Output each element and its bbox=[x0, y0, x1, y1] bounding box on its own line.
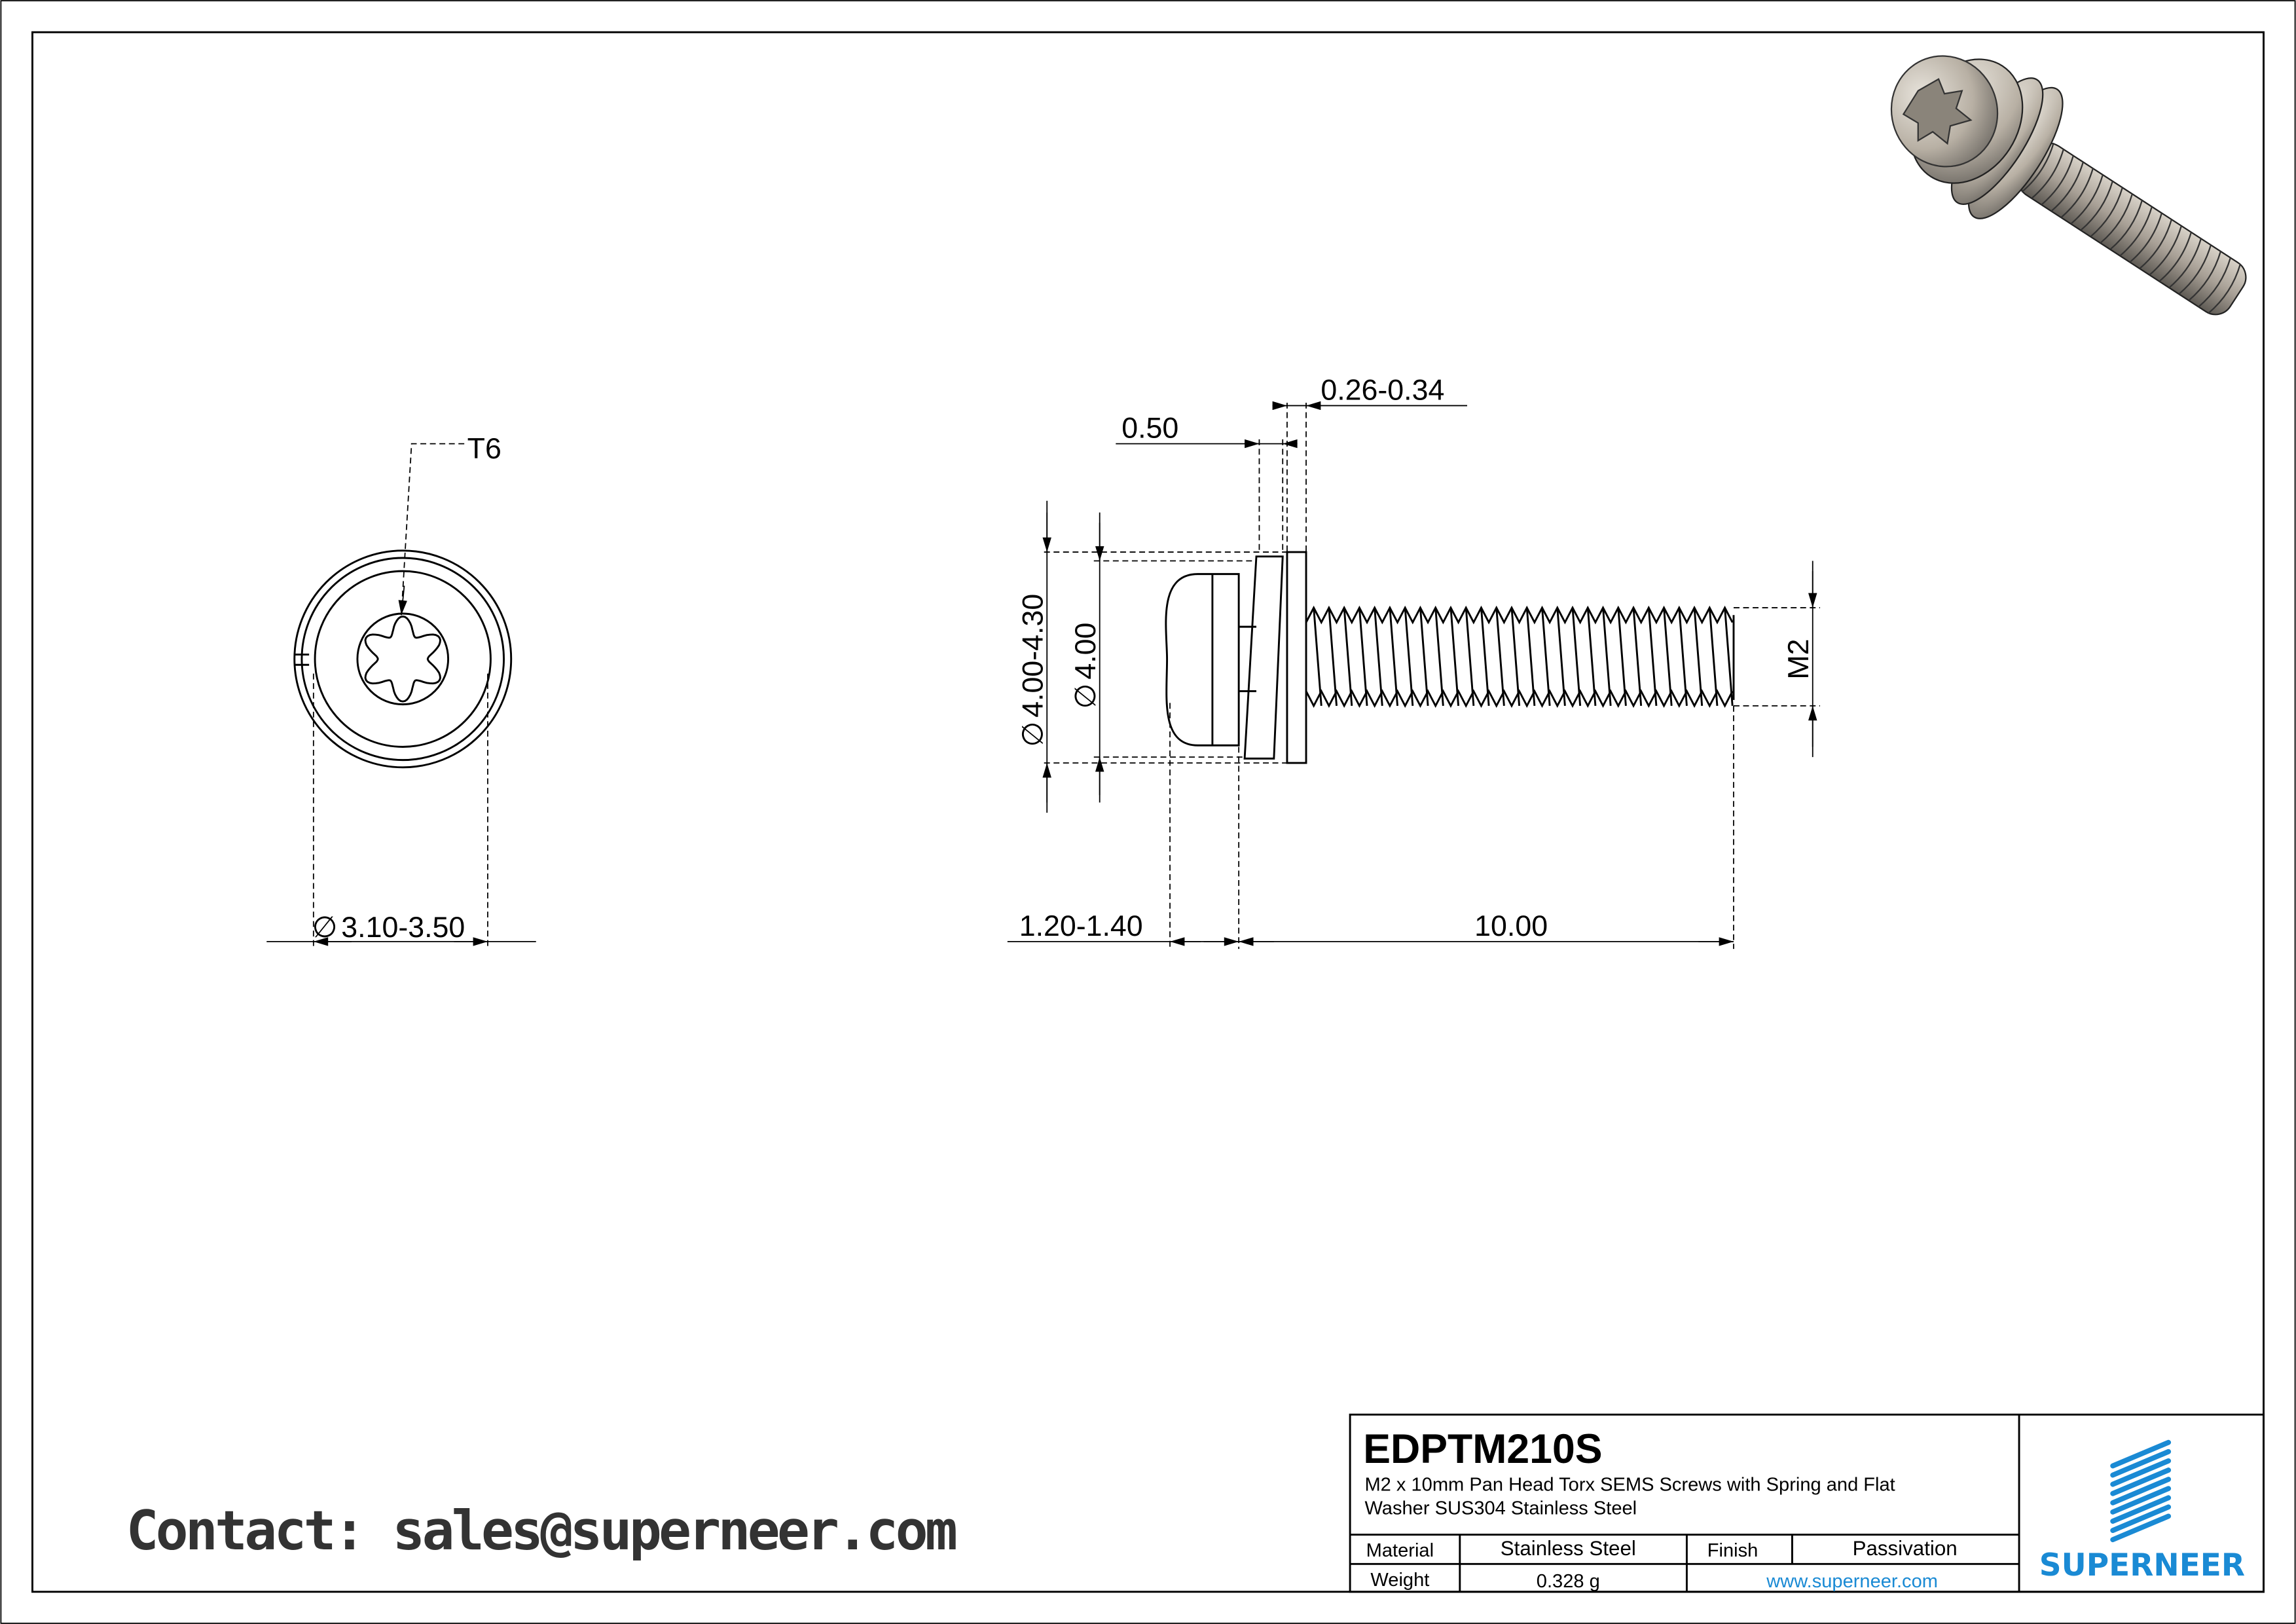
thread-crest-line bbox=[1556, 607, 1566, 706]
dim-drive-size: T6 bbox=[467, 433, 501, 465]
thread-crest-line bbox=[1541, 607, 1551, 706]
thread-ring bbox=[2119, 206, 2153, 257]
contact-info: Contact: sales@superneer.com bbox=[126, 1499, 958, 1562]
thread-ring bbox=[2080, 181, 2113, 231]
thread-ring bbox=[2041, 155, 2074, 206]
thread-crest-line bbox=[1343, 607, 1353, 706]
material-label: Material bbox=[1366, 1540, 1434, 1561]
diameter-symbol: ∅ bbox=[1017, 722, 1049, 747]
thread-ring bbox=[2198, 257, 2231, 308]
drawing-border bbox=[31, 31, 2265, 1593]
logo-stripe bbox=[2110, 1467, 2172, 1496]
thread-crest-line bbox=[1480, 607, 1490, 706]
thread-crest-line bbox=[1389, 607, 1399, 706]
thread-crest-line bbox=[1693, 607, 1704, 706]
thread-crest-line bbox=[1571, 607, 1582, 706]
superneer-logo-icon bbox=[2110, 1439, 2172, 1543]
dim-head-height: 1.20-1.40 bbox=[1019, 910, 1143, 942]
dim-washer-diameter: 4.00-4.30 bbox=[1017, 594, 1049, 718]
thread-crest-line bbox=[1647, 607, 1658, 706]
thread-crest-line bbox=[1708, 607, 1719, 706]
dim-length: 10.00 bbox=[1474, 910, 1548, 942]
logo-stripe bbox=[2110, 1477, 2172, 1505]
website-link[interactable]: www.superneer.com bbox=[1766, 1571, 1938, 1592]
thread-crest-line bbox=[1617, 607, 1627, 706]
thread-ring bbox=[2090, 187, 2123, 238]
logo-stripe bbox=[2110, 1439, 2172, 1469]
dim-thread-size: M2 bbox=[1783, 638, 1815, 679]
thread-ring bbox=[2159, 232, 2192, 282]
title-block: EDPTM210S M2 x 10mm Pan Head Torx SEMS S… bbox=[1349, 1413, 2265, 1593]
thread-ring bbox=[2100, 193, 2133, 244]
torx-recess-3d bbox=[1902, 78, 1973, 145]
weight-value: 0.328 g bbox=[1537, 1571, 1600, 1592]
thread-ring bbox=[2070, 174, 2104, 225]
material-value: Stainless Steel bbox=[1501, 1537, 1636, 1560]
weight-label: Weight bbox=[1370, 1570, 1429, 1591]
thread-ring bbox=[2188, 251, 2221, 301]
finish-value: Passivation bbox=[1853, 1537, 1958, 1560]
diameter-symbol: ∅ bbox=[312, 912, 338, 944]
top-view: ∅ 3.10-3.50 T6 bbox=[266, 433, 536, 950]
thread-profile bbox=[1305, 689, 1734, 709]
thread-ring bbox=[2168, 238, 2202, 289]
logo-stripe bbox=[2110, 1458, 2172, 1487]
thread-ring bbox=[2050, 162, 2084, 212]
thread-ring bbox=[2178, 244, 2212, 295]
description-line-1: M2 x 10mm Pan Head Torx SEMS Screws with… bbox=[1364, 1475, 1895, 1496]
thread-crest-line bbox=[1404, 607, 1414, 706]
thread-crest-line bbox=[1358, 607, 1368, 706]
thread-ring bbox=[2129, 213, 2162, 263]
thread-crest-line bbox=[1328, 607, 1338, 706]
thread-crest-line bbox=[1602, 607, 1612, 706]
screw-3d-render bbox=[1890, 55, 2247, 316]
dim-flat-washer-thickness: 0.26-0.34 bbox=[1321, 374, 1444, 406]
logo-stripe bbox=[2110, 1449, 2172, 1478]
thread-crest-line bbox=[1449, 607, 1460, 706]
thread-ring bbox=[2149, 225, 2182, 276]
thread-crest-line bbox=[1419, 607, 1429, 706]
thread-crest-line bbox=[1374, 607, 1383, 706]
thread-ring bbox=[2021, 142, 2054, 193]
side-view: ∅ 4.00-4.30 ∅ 4.00 0.50 0.26-0.34 M2 bbox=[1007, 374, 1820, 950]
thread-crest-line bbox=[1724, 607, 1734, 706]
thread-crest-line bbox=[1465, 607, 1475, 706]
thread-ring bbox=[2060, 168, 2094, 219]
dim-head-diameter: 4.00 bbox=[1070, 623, 1102, 680]
finish-label: Finish bbox=[1707, 1540, 1758, 1561]
thread-crest-line bbox=[1632, 607, 1643, 706]
dim-recess-diameter: 3.10-3.50 bbox=[341, 912, 465, 944]
thread-crest-line bbox=[1510, 607, 1521, 706]
thread-ring bbox=[2031, 149, 2064, 199]
logo-stripe bbox=[2110, 1486, 2172, 1515]
thread-ring bbox=[2208, 264, 2241, 314]
thread-crest-line bbox=[1678, 607, 1688, 706]
diameter-symbol: ∅ bbox=[1070, 683, 1102, 709]
thread-ring bbox=[2139, 219, 2172, 270]
thread-crest-line bbox=[1586, 607, 1597, 706]
logo-stripe bbox=[2110, 1495, 2172, 1524]
logo-stripe bbox=[2110, 1504, 2172, 1534]
thread-crest-line bbox=[1663, 607, 1673, 706]
logo-stripe bbox=[2110, 1513, 2172, 1543]
description-line-2: Washer SUS304 Stainless Steel bbox=[1364, 1498, 1637, 1519]
torx-recess-icon bbox=[364, 615, 441, 703]
thread-crest-line bbox=[1525, 607, 1536, 706]
brand-name: SUPERNEER bbox=[2039, 1547, 2245, 1583]
thread-profile bbox=[1305, 605, 1734, 625]
dim-spring-washer-thickness: 0.50 bbox=[1121, 413, 1178, 445]
thread-crest-line bbox=[1495, 607, 1505, 706]
thread-ring bbox=[2109, 200, 2143, 250]
thread-crest-line bbox=[1434, 607, 1444, 706]
part-number: EDPTM210S bbox=[1363, 1426, 1602, 1472]
thread-crest-line bbox=[1313, 607, 1322, 706]
